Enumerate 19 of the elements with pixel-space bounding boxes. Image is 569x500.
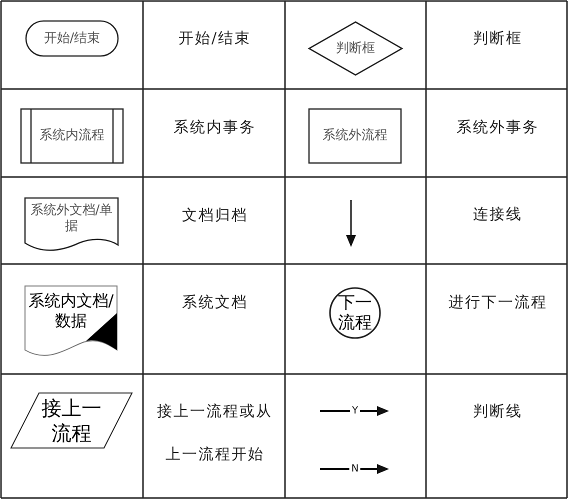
input-parallelogram: 接上一流程: [10, 392, 133, 449]
document-shape: 系统外文档/单据: [24, 197, 119, 253]
symbol-description: 连接线: [472, 205, 522, 223]
process-box: 系统外流程: [308, 108, 402, 164]
symbol-description: 系统外事务: [456, 118, 539, 136]
branch-label: N: [349, 464, 361, 474]
symbol-description: 判断框: [472, 29, 522, 47]
symbol-description: 文档归档: [180, 206, 248, 224]
terminator-capsule: 开始/结束: [25, 20, 119, 57]
symbol-description: 进行下一流程: [447, 293, 548, 311]
symbol-description: 系统文档: [180, 293, 248, 311]
symbol-description: 接上一流程或从上一流程开始: [156, 401, 274, 465]
predefined-process-box: 系统内流程: [20, 108, 124, 164]
branch-label: Y: [350, 406, 360, 416]
symbol-description: 系统内事务: [172, 118, 256, 136]
symbol-description: 判断线: [472, 402, 522, 420]
decision-diamond: 判断框: [308, 21, 403, 76]
connector-circle: 下一流程: [329, 287, 381, 339]
symbol-description: 开始/结束: [177, 29, 252, 47]
